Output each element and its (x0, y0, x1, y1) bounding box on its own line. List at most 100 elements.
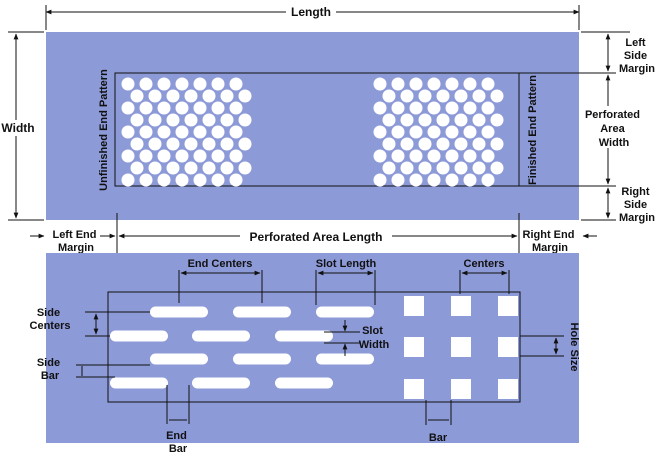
round-hole (490, 161, 504, 175)
slot (150, 306, 208, 318)
round-hole (184, 113, 198, 127)
slot-width-label: Slot Width (359, 325, 390, 351)
round-hole (481, 149, 495, 163)
round-hole (427, 77, 441, 91)
round-hole (481, 77, 495, 91)
round-hole (472, 161, 486, 175)
round-hole (454, 137, 468, 151)
round-hole (193, 77, 207, 91)
round-hole (166, 161, 180, 175)
round-hole (121, 77, 135, 91)
round-hole (220, 89, 234, 103)
round-hole (220, 113, 234, 127)
round-hole (436, 137, 450, 151)
round-hole (409, 149, 423, 163)
round-hole (418, 137, 432, 151)
centers-label: Centers (464, 258, 505, 270)
round-hole (157, 173, 171, 187)
square-hole (451, 296, 471, 316)
round-hole (472, 89, 486, 103)
round-hole (436, 161, 450, 175)
round-hole-field (121, 77, 504, 187)
round-hole (148, 137, 162, 151)
right-end-margin-label: Right End Margin (523, 229, 578, 254)
round-hole (490, 89, 504, 103)
round-hole (445, 101, 459, 115)
square-hole (498, 379, 518, 399)
round-hole (463, 77, 477, 91)
round-hole (427, 101, 441, 115)
round-hole (409, 125, 423, 139)
round-hole (139, 149, 153, 163)
round-hole (148, 161, 162, 175)
round-hole (229, 125, 243, 139)
round-hole (400, 137, 414, 151)
round-hole (202, 161, 216, 175)
round-hole (400, 161, 414, 175)
left-side-margin-label: Left Side Margin (619, 37, 655, 75)
round-hole (382, 89, 396, 103)
round-hole (391, 149, 405, 163)
side-centers-label: Side Centers (30, 307, 71, 332)
round-hole (184, 137, 198, 151)
round-hole (148, 89, 162, 103)
round-hole (427, 125, 441, 139)
round-hole (463, 125, 477, 139)
bar-label: Bar (429, 432, 448, 444)
round-hole (139, 101, 153, 115)
round-hole (193, 101, 207, 115)
round-hole (445, 77, 459, 91)
round-hole (175, 77, 189, 91)
round-hole (445, 125, 459, 139)
slot (233, 353, 291, 365)
round-hole (481, 173, 495, 187)
round-hole (229, 173, 243, 187)
round-hole (229, 149, 243, 163)
round-hole (157, 77, 171, 91)
unfinished-end-pattern-label: Unfinished End Pattern (98, 69, 110, 191)
round-hole (373, 125, 387, 139)
square-hole (498, 296, 518, 316)
round-hole (400, 89, 414, 103)
square-hole (451, 379, 471, 399)
round-hole (454, 113, 468, 127)
round-hole (121, 101, 135, 115)
end-centers-label: End Centers (188, 258, 253, 270)
round-hole (211, 173, 225, 187)
round-hole (166, 113, 180, 127)
round-hole (481, 125, 495, 139)
round-hole (202, 137, 216, 151)
slot (275, 330, 333, 342)
round-hole (400, 113, 414, 127)
round-hole (193, 173, 207, 187)
square-hole (451, 337, 471, 357)
round-hole (436, 89, 450, 103)
round-hole (409, 77, 423, 91)
slot (110, 377, 168, 389)
slot (233, 306, 291, 318)
round-hole (211, 101, 225, 115)
slot (316, 353, 374, 365)
round-hole (166, 137, 180, 151)
slot (275, 377, 333, 389)
round-hole (391, 77, 405, 91)
round-hole (220, 161, 234, 175)
round-hole (193, 125, 207, 139)
right-side-margin-label-bg (616, 184, 657, 224)
round-hole (418, 161, 432, 175)
perforated-area-width-label-bg (579, 106, 653, 148)
round-hole (454, 161, 468, 175)
left-side-margin-label-bg (616, 35, 657, 75)
slot (316, 306, 374, 318)
slot-perforated-area-outline (107, 291, 521, 403)
round-hole (184, 89, 198, 103)
perforated-area-length-label-bg (240, 229, 392, 244)
round-hole (409, 101, 423, 115)
right-side-margin-label: Right Side Margin (619, 186, 655, 224)
round-hole (211, 125, 225, 139)
width-label-bg (0, 120, 38, 136)
round-hole (472, 137, 486, 151)
round-hole (148, 113, 162, 127)
finished-end-pattern-label: Finished End Pattern (527, 75, 539, 185)
